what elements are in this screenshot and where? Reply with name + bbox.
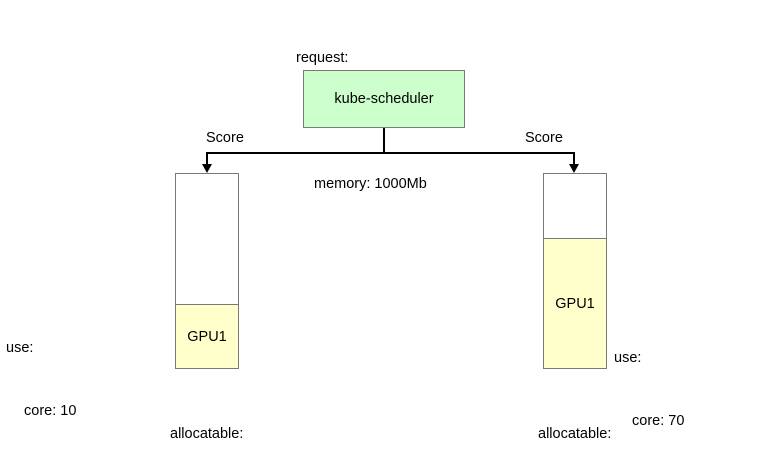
allocatable-annotation-right: allocatable: core: 100 memory: 8000Mb <box>538 382 669 453</box>
request-heading: request: <box>296 50 349 66</box>
gpu-node-left-label: GPU1 <box>187 328 227 345</box>
use-right-heading: use: <box>614 350 642 366</box>
score-bus-connector <box>207 152 575 154</box>
left-arrow-icon <box>202 164 212 173</box>
request-memory: memory: 1000Mb <box>314 176 427 192</box>
use-right-core: core: 70 <box>632 413 685 429</box>
gpu-node-left-used-fill: GPU1 <box>176 304 238 368</box>
kube-scheduler-node[interactable]: kube-scheduler <box>303 70 465 128</box>
gpu-node-left[interactable]: GPU1 <box>175 173 239 369</box>
right-arrow-icon <box>569 164 579 173</box>
score-label-left: Score <box>206 130 244 146</box>
right-drop-connector <box>573 152 575 166</box>
gpu-node-right-used-fill: GPU1 <box>544 238 606 368</box>
gpu-node-right-label: GPU1 <box>555 295 595 312</box>
kube-scheduler-label: kube-scheduler <box>334 91 434 107</box>
score-label-right: Score <box>525 130 563 146</box>
alloc-right-heading: allocatable: <box>538 426 612 442</box>
use-left-core: core: 10 <box>24 403 77 419</box>
alloc-left-heading: allocatable: <box>170 426 244 442</box>
use-annotation-left: use: core: 10 memory: 2000Mb <box>6 296 137 453</box>
scheduler-stem-connector <box>383 128 385 153</box>
use-left-heading: use: <box>6 340 34 356</box>
use-annotation-right: use: core: 70 memory: 6000Mb <box>614 306 745 453</box>
left-drop-connector <box>206 152 208 166</box>
allocatable-annotation-left: allocatable: core: 100 memory: 8000Mb <box>170 382 301 453</box>
gpu-node-right[interactable]: GPU1 <box>543 173 607 369</box>
